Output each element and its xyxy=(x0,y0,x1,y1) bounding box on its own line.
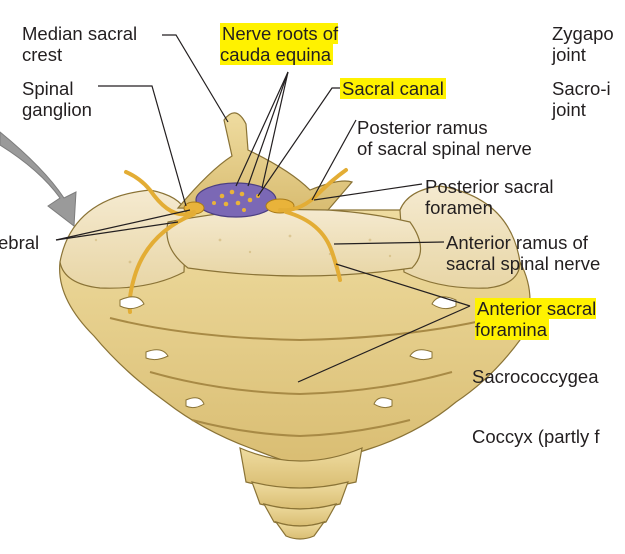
anterior-sacral-foramina-label: Anterior sacral foramina xyxy=(475,298,596,340)
spinal-ganglion-label: Spinal ganglion xyxy=(22,78,92,120)
sacrococcygeal-label: Sacrococcygea xyxy=(472,366,598,387)
nerve-roots-text: Nerve roots of cauda equina xyxy=(220,23,338,65)
vertebral-label-partial: ebral xyxy=(0,232,39,253)
s1-body xyxy=(167,209,421,276)
coccyx-label: Coccyx (partly f xyxy=(472,426,599,447)
posterior-sacral-foramen-label: Posterior sacral foramen xyxy=(425,176,554,218)
posterior-ramus-label: Posterior ramus of sacral spinal nerve xyxy=(357,117,532,159)
sacral-canal-text: Sacral canal xyxy=(340,78,446,99)
nerve-roots-label: Nerve roots of cauda equina xyxy=(220,23,338,65)
anterior-sacral-foramina-text: Anterior sacral foramina xyxy=(475,298,596,340)
anterior-ramus-label: Anterior ramus of sacral spinal nerve xyxy=(446,232,600,274)
coccyx-segments xyxy=(240,448,362,539)
sacral-canal-label: Sacral canal xyxy=(340,78,446,99)
zygapophysial-joint-label: Zygapo joint xyxy=(552,23,614,65)
pointer-arrow xyxy=(0,132,76,226)
sacroiliac-joint-label: Sacro-i joint xyxy=(552,78,611,120)
median-sacral-crest-label: Median sacral crest xyxy=(22,23,137,65)
